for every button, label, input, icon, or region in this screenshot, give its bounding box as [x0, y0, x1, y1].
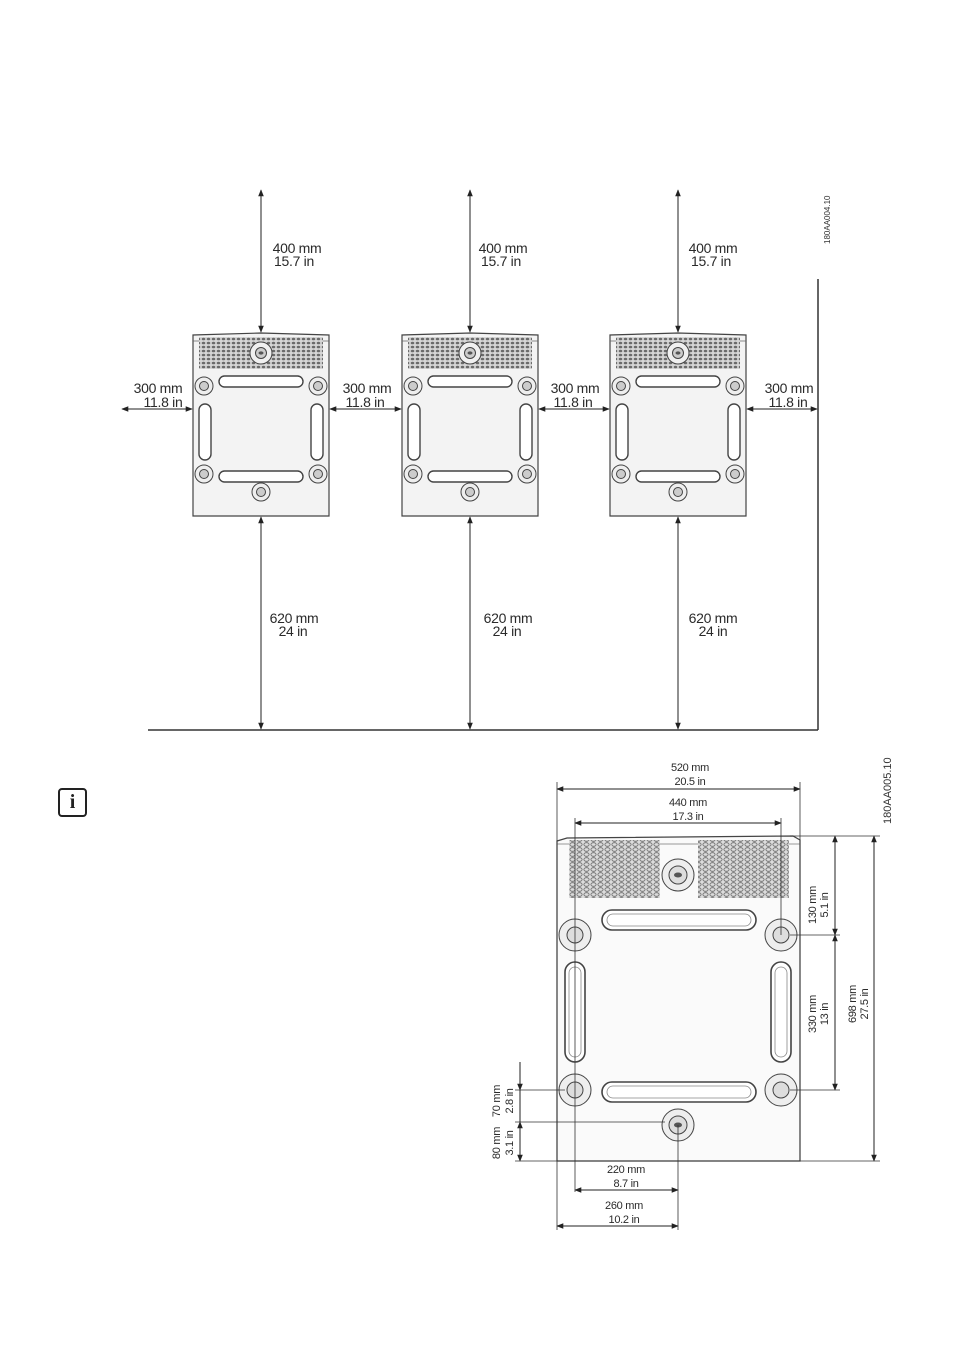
bottom-clearance-in-2: 24 in [493, 623, 522, 639]
bottom-clearance-mm-1: 620 mm [270, 610, 319, 626]
bottom-clearance-mm-2: 620 mm [484, 610, 533, 626]
side-clearance-mm-4: 300 mm [765, 380, 814, 396]
height-overall-mm: 698 mm [847, 985, 859, 1023]
top-clearance-mm-2: 400 mm [479, 240, 528, 256]
side-clearance-mm-3: 300 mm [551, 380, 600, 396]
side-clearance-mm-2: 300 mm [343, 380, 392, 396]
side-clearance-in-1: 11.8 in [144, 394, 183, 410]
clearance-diagram: 400 mm 15.7 in 400 mm 15.7 in 400 mm 15.… [58, 172, 894, 747]
width-holes-mm: 440 mm [669, 797, 707, 809]
width-overall-in: 20.5 in [675, 776, 706, 788]
bottom-hole-offset-in: 2.8 in [504, 1088, 516, 1113]
hole-spacing-in: 13 in [819, 1003, 831, 1026]
vent-grille-right [698, 840, 789, 898]
top-clearance-mm-1: 400 mm [273, 240, 322, 256]
half-hole-spacing-in: 8.7 in [613, 1178, 638, 1190]
bottom-hole-offset-mm: 70 mm [491, 1085, 503, 1117]
hole-spacing-mm: 330 mm [807, 995, 819, 1033]
height-overall-in: 27.5 in [859, 988, 871, 1019]
half-width-in: 10.2 in [609, 1214, 640, 1226]
bottom-clearance-in-1: 24 in [279, 623, 308, 639]
top-to-hole-in: 5.1 in [819, 892, 831, 917]
half-width-mm: 260 mm [605, 1200, 643, 1212]
side-clearance-in-2: 11.8 in [346, 394, 385, 410]
width-holes-in: 17.3 in [673, 811, 704, 823]
drive-unit-3 [609, 332, 747, 517]
side-clearance-mm-1: 300 mm [134, 380, 183, 396]
top-clearance-mm-3: 400 mm [689, 240, 738, 256]
clearance-diagram-svg: 400 mm 15.7 in 400 mm 15.7 in 400 mm 15.… [121, 189, 832, 731]
bottom-clearance-in-3: 24 in [699, 623, 728, 639]
bottom-clearance-mm-3: 620 mm [689, 610, 738, 626]
dimension-diagram-svg: 520 mm 20.5 in 440 mm 17.3 in 220 mm 8.7… [491, 757, 894, 1230]
width-overall-mm: 520 mm [671, 762, 709, 774]
vent-grille-left [569, 840, 660, 898]
drawing-code-1: 180AA004.10 [823, 195, 832, 244]
drive-unit-2 [401, 332, 539, 517]
top-clearance-in-1: 15.7 in [274, 253, 314, 269]
bottom-center-offset-in: 3.1 in [504, 1130, 516, 1155]
info-icon: i [58, 788, 87, 817]
drive-unit-1 [192, 332, 330, 517]
top-to-hole-mm: 130 mm [807, 886, 819, 924]
side-clearance-in-3: 11.8 in [554, 394, 593, 410]
dimension-diagram: 520 mm 20.5 in 440 mm 17.3 in 220 mm 8.7… [485, 752, 895, 1240]
top-clearance-in-2: 15.7 in [481, 253, 521, 269]
drawing-code-2: 180AA005.10 [882, 757, 894, 824]
top-clearance-in-3: 15.7 in [691, 253, 731, 269]
side-clearance-in-4: 11.8 in [769, 394, 808, 410]
bottom-center-offset-mm: 80 mm [491, 1127, 503, 1159]
half-hole-spacing-mm: 220 mm [607, 1164, 645, 1176]
